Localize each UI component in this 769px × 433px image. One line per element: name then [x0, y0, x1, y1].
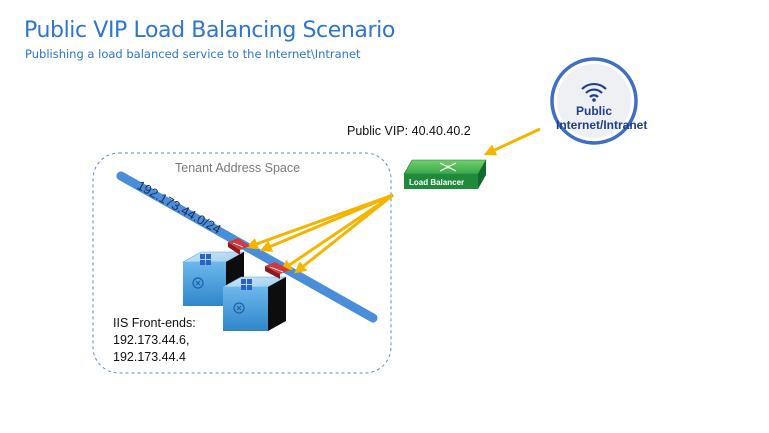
windows-server-icon: [181, 251, 246, 306]
subnet-label: 192.173.44.0/24: [135, 178, 224, 237]
vip-label: Public VIP: 40.40.40.2: [347, 124, 471, 138]
iis-front-ends-label: IIS Front-ends: 192.173.44.6, 192.173.44…: [113, 315, 196, 366]
windows-server-icon: [221, 276, 288, 331]
tenant-boundary: [92, 152, 392, 374]
slide-title: Public VIP Load Balancing Scenario: [24, 18, 395, 43]
iis-ip-1: 192.173.44.6,: [113, 333, 190, 347]
internet-label-line2: Internet/Intranet: [556, 118, 648, 132]
iis-heading: IIS Front-ends:: [113, 316, 196, 330]
lb-to-server-arrow-2: [259, 193, 394, 252]
slide-subtitle: Publishing a load balanced service to th…: [25, 47, 361, 61]
load-balancer-label: Load Balancer: [409, 178, 464, 187]
internet-to-vip-arrow: [483, 127, 541, 156]
nic-icon: [265, 262, 290, 279]
lb-arrows: [245, 193, 394, 274]
wifi-icon: [581, 82, 607, 102]
internet-label-line1: Public: [575, 104, 612, 118]
tenant-address-space-label: Tenant Address Space: [175, 161, 301, 175]
iis-ip-2: 192.173.44.4: [113, 350, 186, 364]
lb-to-server-arrow-3: [280, 193, 394, 272]
lb-to-server-arrow-4: [294, 193, 394, 274]
load-balancer-icon: Load Balancer: [403, 159, 487, 189]
internet-label: Public Internet/Intranet: [556, 104, 648, 132]
nic-icon: [228, 238, 250, 255]
